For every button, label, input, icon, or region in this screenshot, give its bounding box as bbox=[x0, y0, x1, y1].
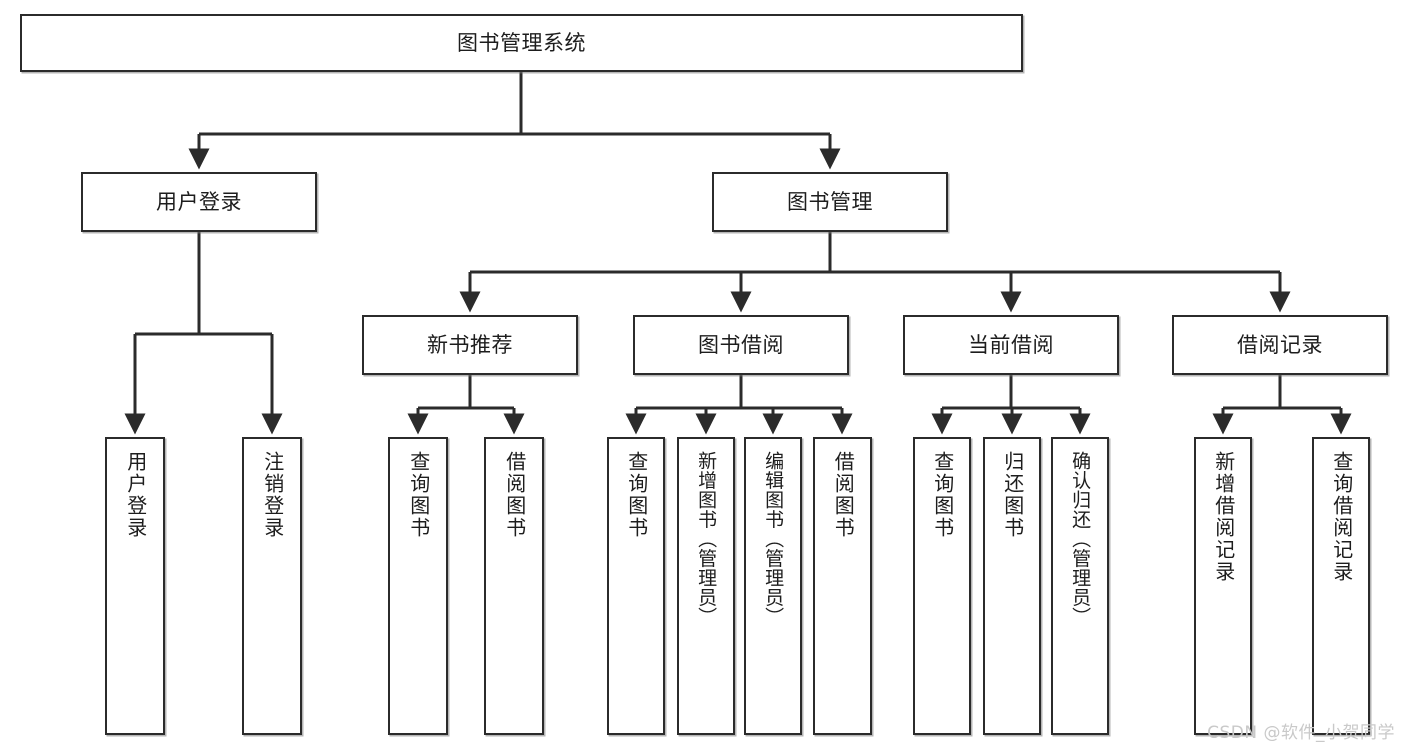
node-cb-query-book-label: 查询图书 bbox=[930, 451, 955, 539]
node-book-manage[interactable]: 图书管理 bbox=[712, 172, 948, 232]
node-nbr-query-book-label: 查询图书 bbox=[406, 451, 431, 539]
node-user-logout-label: 注销登录 bbox=[260, 451, 285, 539]
node-cb-return-book[interactable]: 归还图书 bbox=[983, 437, 1041, 735]
node-new-book-recommend-label: 新书推荐 bbox=[427, 332, 513, 357]
node-cb-query-book[interactable]: 查询图书 bbox=[913, 437, 971, 735]
node-user-login-label: 用户登录 bbox=[156, 189, 242, 214]
node-bb-borrow-book[interactable]: 借阅图书 bbox=[813, 437, 872, 735]
node-borrow-record[interactable]: 借阅记录 bbox=[1172, 315, 1388, 375]
node-current-borrow[interactable]: 当前借阅 bbox=[903, 315, 1119, 375]
node-nbr-query-book[interactable]: 查询图书 bbox=[388, 437, 448, 735]
node-cb-return-book-label: 归还图书 bbox=[1000, 451, 1025, 539]
node-user-login-do-label: 用户登录 bbox=[123, 451, 148, 539]
node-bb-edit-book-label: 编辑图书（管理员） bbox=[762, 451, 785, 627]
node-book-manage-label: 图书管理 bbox=[787, 189, 873, 214]
node-cb-confirm-return[interactable]: 确认归还（管理员） bbox=[1051, 437, 1109, 735]
node-br-add-record-label: 新增借阅记录 bbox=[1211, 451, 1236, 583]
node-nbr-borrow-book-label: 借阅图书 bbox=[502, 451, 527, 539]
node-cb-confirm-return-label: 确认归还（管理员） bbox=[1069, 451, 1092, 627]
node-bb-add-book-label: 新增图书（管理员） bbox=[695, 451, 718, 627]
node-user-login-do[interactable]: 用户登录 bbox=[105, 437, 165, 735]
node-book-borrow[interactable]: 图书借阅 bbox=[633, 315, 849, 375]
node-book-borrow-label: 图书借阅 bbox=[698, 332, 784, 357]
node-root[interactable]: 图书管理系统 bbox=[20, 14, 1023, 72]
node-root-label: 图书管理系统 bbox=[457, 30, 586, 55]
node-bb-borrow-book-label: 借阅图书 bbox=[831, 451, 856, 539]
node-borrow-record-label: 借阅记录 bbox=[1237, 332, 1323, 357]
node-bb-query-book-label: 查询图书 bbox=[624, 451, 649, 539]
node-user-logout[interactable]: 注销登录 bbox=[242, 437, 302, 735]
node-current-borrow-label: 当前借阅 bbox=[968, 332, 1054, 357]
node-new-book-recommend[interactable]: 新书推荐 bbox=[362, 315, 578, 375]
node-br-query-record[interactable]: 查询借阅记录 bbox=[1312, 437, 1370, 735]
node-bb-add-book[interactable]: 新增图书（管理员） bbox=[677, 437, 735, 735]
csdn-watermark: CSDN @软件_小贺同学 bbox=[1207, 723, 1395, 743]
node-nbr-borrow-book[interactable]: 借阅图书 bbox=[484, 437, 544, 735]
node-br-add-record[interactable]: 新增借阅记录 bbox=[1194, 437, 1252, 735]
node-bb-edit-book[interactable]: 编辑图书（管理员） bbox=[744, 437, 802, 735]
node-bb-query-book[interactable]: 查询图书 bbox=[607, 437, 665, 735]
node-br-query-record-label: 查询借阅记录 bbox=[1329, 451, 1354, 583]
node-user-login[interactable]: 用户登录 bbox=[81, 172, 317, 232]
